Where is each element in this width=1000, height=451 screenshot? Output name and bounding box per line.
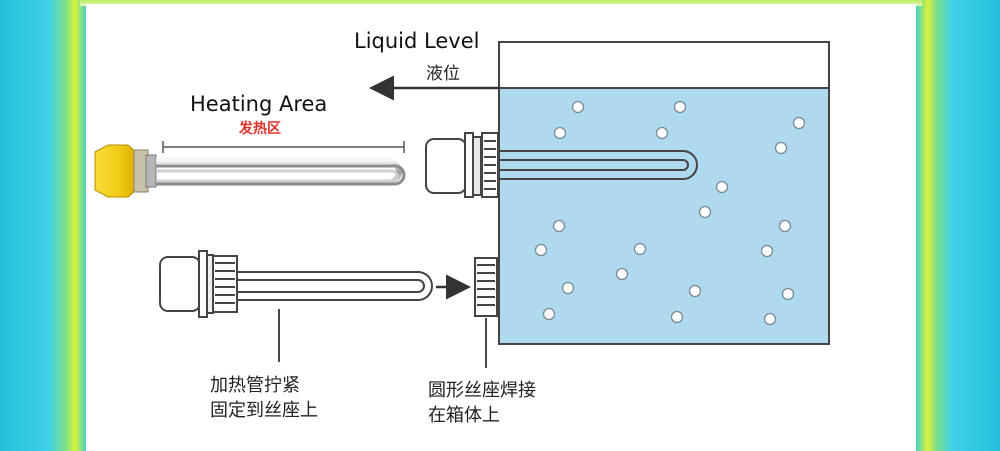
bubble	[673, 100, 687, 114]
installed-heater-flange	[464, 132, 474, 198]
bubble	[774, 141, 788, 155]
tank-water	[498, 87, 830, 345]
bubble	[792, 116, 806, 130]
heating-area-cn-label: 发热区	[238, 120, 281, 137]
bubble	[552, 219, 566, 233]
heater-steel-tubes	[156, 158, 406, 186]
liquid-level-label: Liquid Level	[354, 29, 479, 53]
bubble	[760, 244, 774, 258]
frame-left-border	[0, 0, 88, 451]
heating-area-bracket	[162, 141, 405, 153]
bubble	[553, 126, 567, 140]
bubble	[633, 242, 647, 256]
bubble	[688, 284, 702, 298]
heater-photo	[94, 144, 406, 198]
bubble	[655, 126, 669, 140]
installed-flange-plate	[472, 136, 482, 196]
bubble	[715, 180, 729, 194]
frame-top-border	[80, 0, 922, 6]
installed-heater	[425, 132, 698, 198]
bubble	[615, 267, 629, 281]
tank-air-space	[498, 41, 830, 89]
water-bubbles	[534, 100, 806, 326]
bubble	[542, 307, 556, 321]
heater-yellow-cap	[94, 144, 137, 198]
installed-heater-tube	[498, 150, 698, 180]
frame-right-border	[914, 0, 1000, 451]
bubble	[781, 287, 795, 301]
installed-heater-head	[425, 138, 467, 194]
bubble	[778, 219, 792, 233]
exploded-heater-head	[159, 256, 201, 312]
threaded-socket	[474, 257, 498, 317]
step1-caption-line1: 加热管拧紧	[210, 375, 300, 396]
exploded-heater-tube	[237, 271, 433, 301]
step2-caption-line2: 在箱体上	[428, 405, 500, 426]
bubble	[571, 100, 585, 114]
bubble	[534, 243, 548, 257]
step2-caption-line1: 圆形丝座焊接	[428, 380, 536, 401]
bubble	[670, 310, 684, 324]
bubble	[561, 281, 575, 295]
heating-area-label: Heating Area	[190, 92, 327, 116]
exploded-heater	[159, 250, 433, 318]
bubble	[698, 205, 712, 219]
bubble	[763, 312, 777, 326]
step1-caption-line2: 固定到丝座上	[210, 400, 318, 421]
liquid-level-cn-label: 液位	[426, 64, 460, 84]
